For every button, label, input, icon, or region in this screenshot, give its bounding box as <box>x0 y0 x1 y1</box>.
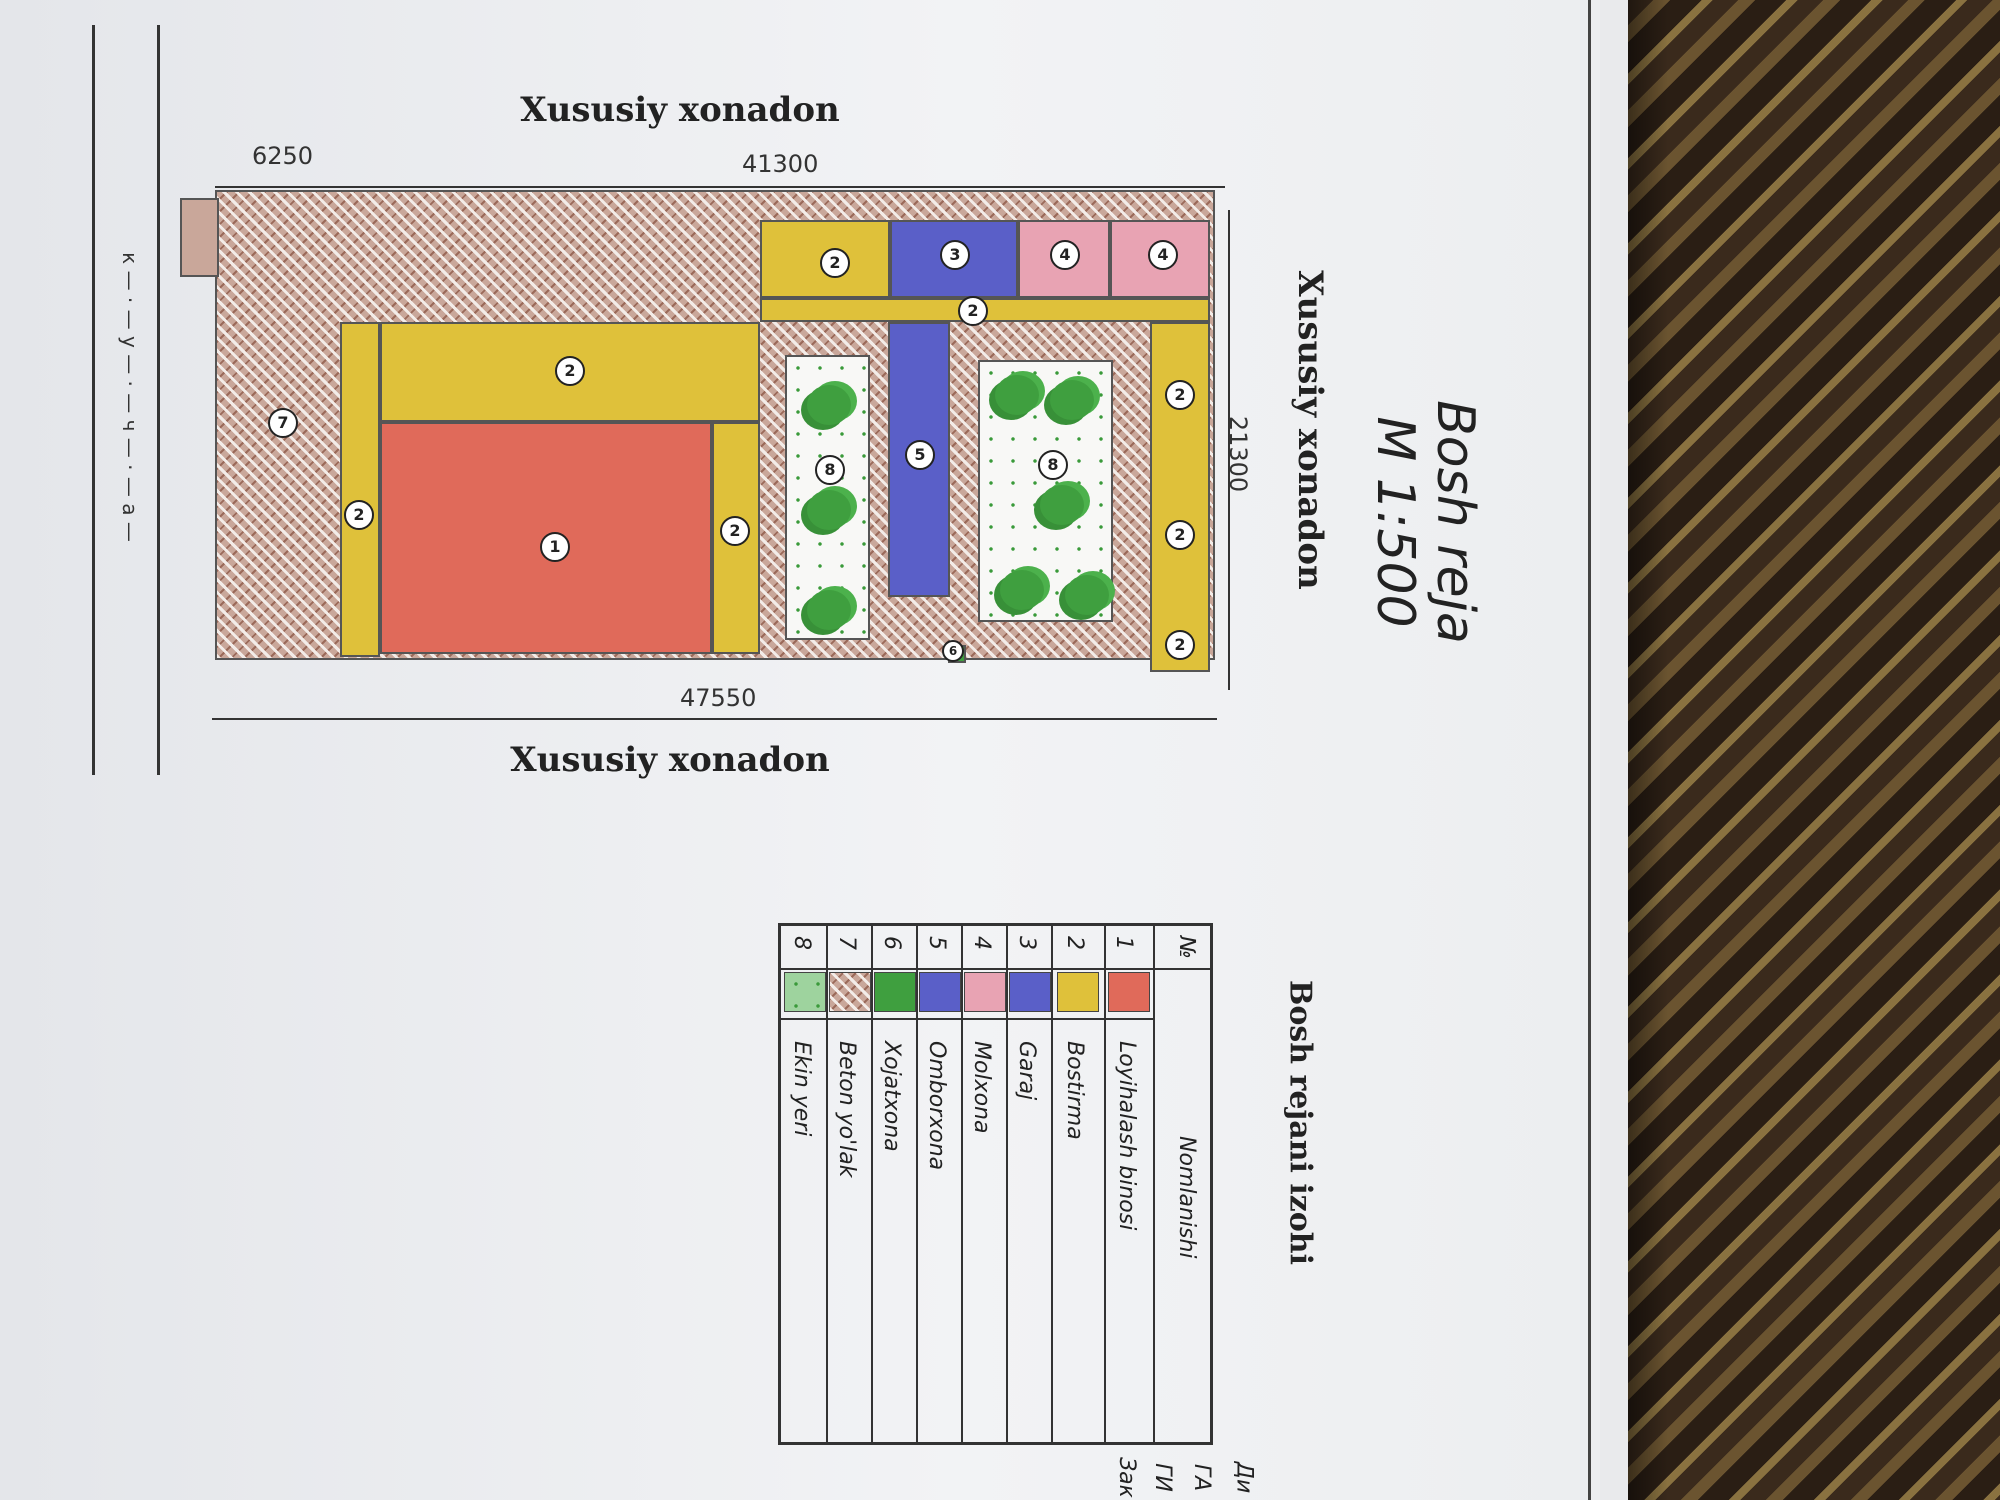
legend-header-row <box>1153 926 1155 1442</box>
legend-row-divider <box>826 926 828 1442</box>
legend-title: Bosh rejani izohi <box>1282 980 1318 1265</box>
title-block-text: ГА <box>1189 1463 1215 1492</box>
legend-no-1: 1 <box>1111 936 1136 950</box>
legend-no-8: 8 <box>789 936 814 950</box>
legend-name-7: Beton yo'lak <box>834 1041 859 1178</box>
marker-toilet: 6 <box>942 640 964 662</box>
legend-swatch-2 <box>1057 972 1099 1012</box>
marker-carport: 2 <box>1165 380 1195 410</box>
street-label: к — · — у — · — ч — · — а — <box>118 252 142 542</box>
marker-carport: 2 <box>344 500 374 530</box>
marker-barn: 4 <box>1050 240 1080 270</box>
marker-storage: 5 <box>905 440 935 470</box>
neighbor-label-bottom: Xususiy xonadon <box>510 740 830 780</box>
legend-name-2: Bostirma <box>1062 1041 1087 1140</box>
carport-right-column <box>1150 322 1210 672</box>
legend-swatch-1 <box>1108 972 1150 1012</box>
carport-strip-left <box>340 322 380 657</box>
legend-no-divider <box>781 968 1210 970</box>
legend-no-3: 3 <box>1014 936 1039 950</box>
marker-carport: 2 <box>1165 520 1195 550</box>
carpet-background <box>1628 0 2000 1500</box>
legend-name-4: Molxona <box>969 1041 994 1134</box>
legend-row-divider <box>961 926 963 1442</box>
legend-no-5: 5 <box>924 936 949 950</box>
marker-walkway: 7 <box>268 408 298 438</box>
legend-no-4: 4 <box>969 936 994 950</box>
legend-no-6: 6 <box>879 936 904 950</box>
tree-icon <box>807 490 851 530</box>
marker-building: 1 <box>540 532 570 562</box>
dim-line-right <box>1228 210 1230 690</box>
dim-line-bottom <box>212 718 1217 720</box>
legend-no-2: 2 <box>1062 936 1087 950</box>
title-block-text: Зак <box>1113 1457 1139 1498</box>
plan-scale: M 1:500 <box>1365 416 1425 628</box>
street-line-right <box>157 25 160 775</box>
title-block-text: ГИ <box>1149 1463 1175 1492</box>
legend-row-divider <box>871 926 873 1442</box>
plan-title: Bosh reja <box>1425 400 1485 644</box>
street-line-left <box>92 25 95 775</box>
tree-icon <box>995 375 1039 415</box>
marker-carport: 2 <box>1165 630 1195 660</box>
legend-row-divider <box>1104 926 1106 1442</box>
legend-name-5: Omborxona <box>924 1041 949 1171</box>
legend-swatch-3 <box>1009 972 1051 1012</box>
dim-offset: 6250 <box>252 142 314 170</box>
site-gate <box>180 198 219 277</box>
legend-swatch-8 <box>784 972 826 1012</box>
legend-row-divider <box>1006 926 1008 1442</box>
legend-row-divider <box>916 926 918 1442</box>
legend-col-no-header: № <box>1174 936 1199 959</box>
tree-icon <box>807 385 851 425</box>
legend-no-7: 7 <box>834 936 859 950</box>
legend-swatch-6 <box>874 972 916 1012</box>
legend-name-8: Ekin yeri <box>789 1041 814 1137</box>
title-block-text: Ди <box>1231 1461 1257 1494</box>
tree-icon <box>1065 575 1109 615</box>
dim-width: 21300 <box>1224 415 1252 493</box>
legend-swatch-4 <box>964 972 1006 1012</box>
dim-line-top <box>215 186 1225 188</box>
carpet-shadow <box>1628 0 1668 1500</box>
legend-row-divider <box>1051 926 1053 1442</box>
tree-icon <box>807 590 851 630</box>
dim-top-length: 41300 <box>742 150 819 178</box>
marker-crop: 8 <box>815 455 845 485</box>
marker-carport: 2 <box>555 356 585 386</box>
legend-col-name-header: Nomlanishi <box>1174 1136 1199 1259</box>
marker-barn: 4 <box>1148 240 1178 270</box>
paper-border-line <box>1588 0 1591 1500</box>
tree-icon <box>1050 380 1094 420</box>
marker-crop: 8 <box>1038 450 1068 480</box>
legend-name-6: Xojatxona <box>879 1041 904 1152</box>
legend-name-1: Loyihalash binosi <box>1114 1041 1139 1231</box>
neighbor-label-top: Xususiy xonadon <box>520 90 840 130</box>
marker-carport: 2 <box>958 296 988 326</box>
marker-garage: 3 <box>940 240 970 270</box>
tree-icon <box>1040 485 1084 525</box>
legend-name-3: Garaj <box>1014 1041 1039 1101</box>
legend-table: № Nomlanishi 1 Loyihalash binosi 2 Bosti… <box>778 923 1213 1445</box>
legend-swatch-7 <box>829 972 871 1012</box>
marker-carport: 2 <box>820 248 850 278</box>
legend-swatch-5 <box>919 972 961 1012</box>
legend-swatch-divider <box>781 1018 1153 1020</box>
marker-carport: 2 <box>720 516 750 546</box>
neighbor-label-inner: Xususiy xonadon <box>1290 270 1330 590</box>
tree-icon <box>1000 570 1044 610</box>
dim-bottom-length: 47550 <box>680 684 757 712</box>
